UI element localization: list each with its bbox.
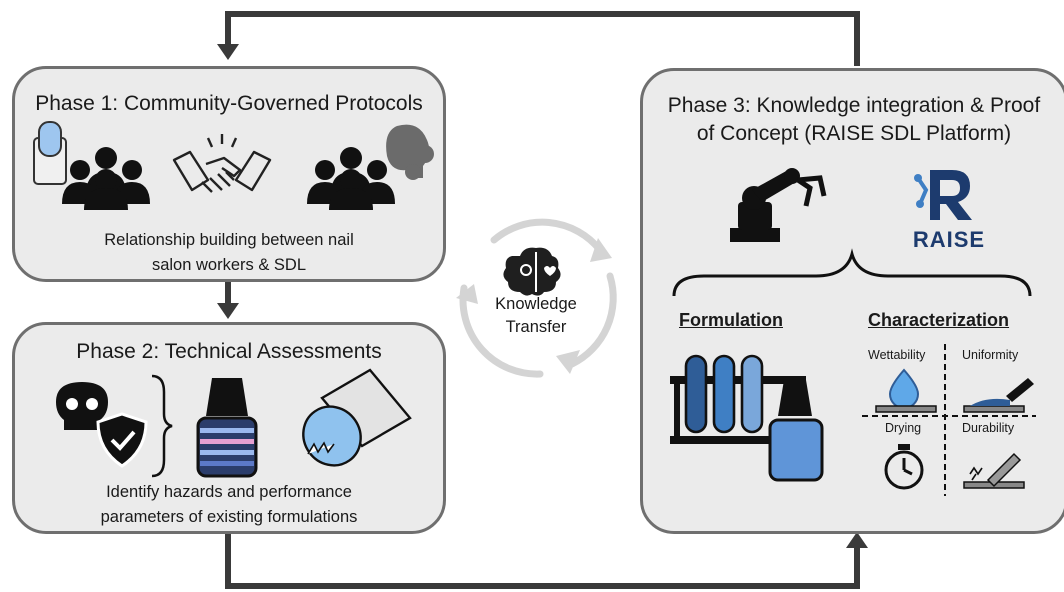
hazard-skull-shield-icon (56, 382, 148, 468)
stopwatch-icon (884, 444, 924, 490)
uniformity-label: Uniformity (962, 348, 1019, 362)
droplet-icon (875, 368, 937, 413)
curly-brace-icon (151, 374, 173, 478)
phase1-caption: Relationship building between nail salon… (12, 228, 446, 278)
robot-arm-icon (730, 168, 827, 242)
drying-label: Drying (885, 421, 922, 435)
knowledge-transfer-cycle-icon (456, 218, 617, 378)
scratch-test-icon (963, 452, 1025, 489)
wettability-label: Wettability (868, 348, 926, 362)
phase3-title: Phase 3: Knowledge integration & Proof o… (640, 92, 1064, 147)
phase2-caption: Identify hazards and performance paramet… (12, 480, 446, 530)
phase1-caption-line2: salon workers & SDL (151, 255, 307, 274)
top-arrowhead (217, 44, 239, 60)
characterization-heading: Characterization (868, 310, 1010, 330)
knowledge-transfer-label: Knowledge Transfer (476, 293, 596, 339)
phase3-title-line2: of Concept (RAISE SDL Platform) (696, 121, 1012, 145)
phase2-title: Phase 2: Technical Assessments (76, 340, 382, 363)
top-feedback-arrow (225, 11, 860, 66)
characterization-grid-lines (862, 344, 1036, 496)
knowledge-transfer-line1: Knowledge (495, 295, 577, 313)
phase1-title: Phase 1: Community-Governed Protocols (35, 92, 423, 115)
durability-label: Durability (962, 421, 1015, 435)
coating-applicator-icon (963, 378, 1034, 413)
knowledge-transfer-line2: Transfer (505, 318, 567, 337)
formulation-heading: Formulation (679, 310, 783, 330)
phase3-box (640, 68, 1064, 534)
community-brain-gear-icon (307, 124, 434, 210)
brain-icon (503, 247, 561, 296)
test-tubes-rack-icon (670, 354, 824, 482)
raise-logo-icon (914, 170, 972, 220)
handshake-icon (172, 134, 272, 193)
bottom-arrowhead (846, 532, 868, 548)
phase1-caption-line1: Relationship building between nail (104, 231, 354, 249)
phase1-to-phase2-arrowhead (217, 303, 239, 319)
phase2-caption-line2: parameters of existing formulations (100, 507, 358, 526)
bottom-arrow (225, 534, 860, 589)
phase3-title-line1: Phase 3: Knowledge integration & Proof (667, 94, 1041, 117)
phase2-caption-line1: Identify hazards and performance (106, 483, 352, 501)
nail-polish-bottle-icon (196, 378, 258, 478)
raise-logo-text: RAISE (912, 227, 986, 252)
phase3-brace (672, 248, 1032, 297)
nail-worker-group-icon (33, 121, 150, 210)
damaged-nail-icon (302, 368, 412, 467)
